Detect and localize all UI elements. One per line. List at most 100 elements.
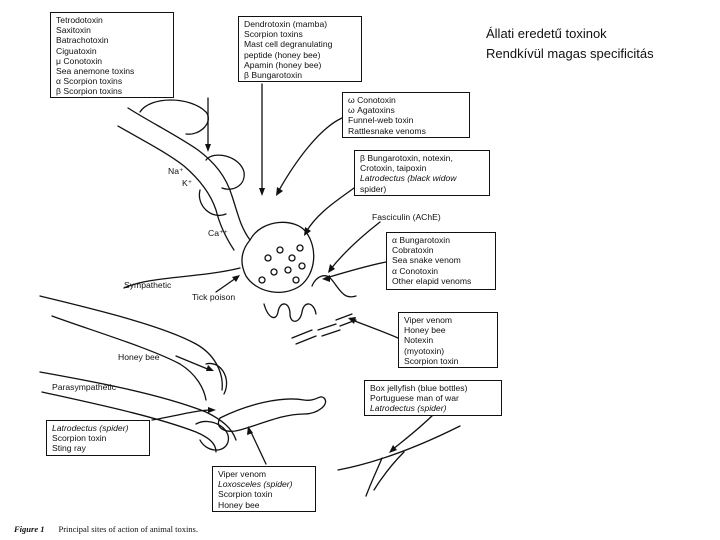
box-entry: ω Agatoxins — [348, 105, 395, 116]
box-entry: (myotoxin) — [404, 345, 445, 356]
myelin-sheath-middle — [205, 154, 245, 190]
figure-caption-text: Principal sites of action of animal toxi… — [58, 524, 198, 534]
myelin-sheath-lower — [198, 189, 227, 216]
arrow-muscle-box — [351, 319, 399, 339]
arrow-tick-poison — [215, 277, 237, 293]
sympathetic-fibre-lower — [51, 315, 207, 401]
figure-caption-label: Figure 1 — [14, 524, 45, 534]
sympathetic-fibre-upper — [39, 295, 223, 391]
box-entry: Crotoxin, taipoxin — [360, 163, 427, 174]
muscle-striations — [291, 313, 357, 345]
arrow-presynaptic-box — [305, 187, 355, 233]
sympathetic-label: Sympathetic — [124, 280, 172, 290]
figure-caption: Figure 1 Principal sites of action of ani… — [14, 524, 198, 534]
muscle-fibre-toxins-box: Viper venom Honey bee Notexin (myotoxin)… — [398, 312, 498, 368]
vesicle — [292, 276, 300, 284]
arrowheads — [205, 144, 397, 453]
arrow-receptor-box — [325, 261, 387, 279]
smooth-muscle-cell — [217, 396, 327, 432]
junctional-folds — [263, 303, 317, 322]
box-entry: Scorpion toxin — [404, 355, 459, 366]
box-entry: Scorpion toxins — [244, 29, 303, 40]
sympathetic-terminal — [205, 362, 228, 395]
box-entry: spider) — [360, 183, 387, 194]
vesicle — [264, 254, 272, 262]
vesicle — [288, 254, 296, 262]
parasympathetic-ganglion — [195, 420, 229, 451]
box-entry: Other elapid venoms — [392, 275, 472, 286]
box-entry: Batrachotoxin — [56, 35, 109, 46]
box-entry: Sea anemone toxins — [56, 66, 135, 77]
vesicle — [284, 266, 292, 274]
box-entry: Latrodectus (spider) — [370, 403, 447, 414]
motor-axon-upper-outline — [127, 107, 251, 241]
box-entry: Sea snake venom — [392, 255, 461, 266]
acetylcholinesterase-label: Fasciculin (AChE) — [372, 212, 441, 222]
box-entry: Tetrodotoxin — [56, 15, 103, 25]
arrow-sympathetic — [123, 267, 241, 289]
myelin-sheath-upper — [139, 99, 209, 135]
box-entry: ω Conotoxin — [348, 95, 396, 105]
box-entry: Scorpion toxin — [52, 433, 107, 444]
box-entry: Funnel-web toxin — [348, 115, 414, 126]
box-entry: peptide (honey bee) — [244, 49, 321, 60]
box-entry: Sting ray — [52, 443, 86, 454]
box-entry: Apamin (honey bee) — [244, 59, 322, 70]
vesicle — [298, 262, 306, 270]
box-entry: μ Conotoxin — [56, 55, 103, 66]
box-entry: Scorpion toxin — [218, 489, 273, 500]
vesicle — [258, 276, 266, 284]
box-entry: Notexin — [404, 335, 434, 346]
potassium-channel-toxins-box: Dendrotoxin (mamba) Scorpion toxins Mast… — [238, 16, 362, 82]
slide-title-line-2: Rendkívül magas specificitás — [486, 46, 654, 61]
slide-title: Állati eredetű toxinok Rendkívül magas s… — [486, 24, 654, 64]
skin-sensory-toxins-box: Box jellyfish (blue bottles) Portuguese … — [364, 380, 502, 416]
box-entry: Box jellyfish (blue bottles) — [370, 383, 468, 393]
sodium-ion-label: Na⁺ — [168, 166, 184, 176]
parasympathetic-toxins-box: Latrodectus (spider) Scorpion toxin Stin… — [46, 420, 150, 456]
postsynaptic-membrane — [311, 275, 357, 298]
box-entry: Dendrotoxin (mamba) — [244, 19, 328, 29]
skin-surface — [337, 425, 461, 471]
box-entry: Ciguatoxin — [56, 45, 97, 56]
box-entry: Latrodectus (spider) — [52, 423, 129, 433]
motor-axon-lower-outline — [117, 125, 235, 251]
acetylcholine-receptor-toxins-box: α Bungarotoxin Cobratoxin Sea snake veno… — [386, 232, 496, 290]
box-entry: α Scorpion toxins — [56, 76, 123, 87]
arrow-parasympathetic-box — [151, 409, 213, 421]
vesicle — [270, 268, 278, 276]
box-entry: Honey bee — [404, 325, 446, 336]
box-entry: α Conotoxin — [392, 265, 439, 276]
parasympathetic-fibre-upper — [39, 371, 237, 441]
box-entry: Rattlesnake venoms — [348, 125, 426, 136]
parasympathetic-label: Parasympathetic — [52, 382, 117, 392]
slide-title-line-1: Állati eredetű toxinok — [486, 26, 607, 41]
box-entry: Saxitoxin — [56, 25, 91, 36]
potassium-ion-label: K⁺ — [182, 178, 193, 188]
box-entry: Loxosceles (spider) — [218, 479, 293, 490]
box-entry: Honey bee — [218, 499, 260, 510]
vesicle — [276, 246, 284, 254]
tick-poison-label: Tick poison — [192, 292, 236, 302]
presynaptic-release-toxins-box: β Bungarotoxin, notexin, Crotoxin, taipo… — [354, 150, 490, 196]
parasympathetic-fibre-lower — [41, 391, 217, 453]
calcium-channel-toxins-box: ω Conotoxin ω Agatoxins Funnel-web toxin… — [342, 92, 470, 138]
box-entry: β Bungarotoxin, notexin, — [360, 153, 453, 163]
vesicle — [296, 244, 304, 252]
box-entry: Viper venom — [218, 469, 267, 479]
box-entry: β Bungarotoxin — [244, 70, 302, 81]
calcium-ion-label: Ca⁺⁺ — [208, 228, 229, 238]
nerve-terminal-outline — [241, 221, 315, 293]
box-entry: Mast cell degranulating — [244, 39, 333, 50]
arrow-skin-box — [391, 411, 437, 451]
arrow-honey-bee — [175, 355, 211, 371]
box-entry: α Bungarotoxin — [392, 235, 450, 245]
box-entry: Viper venom — [404, 315, 453, 325]
sensory-fibre — [365, 451, 405, 497]
honey-bee-label: Honey bee — [118, 352, 160, 362]
arrow-ache-box — [329, 221, 381, 271]
smooth-muscle-toxins-box: Viper venom Loxosceles (spider) Scorpion… — [212, 466, 316, 512]
box-entry: Portuguese man of war — [370, 393, 459, 404]
